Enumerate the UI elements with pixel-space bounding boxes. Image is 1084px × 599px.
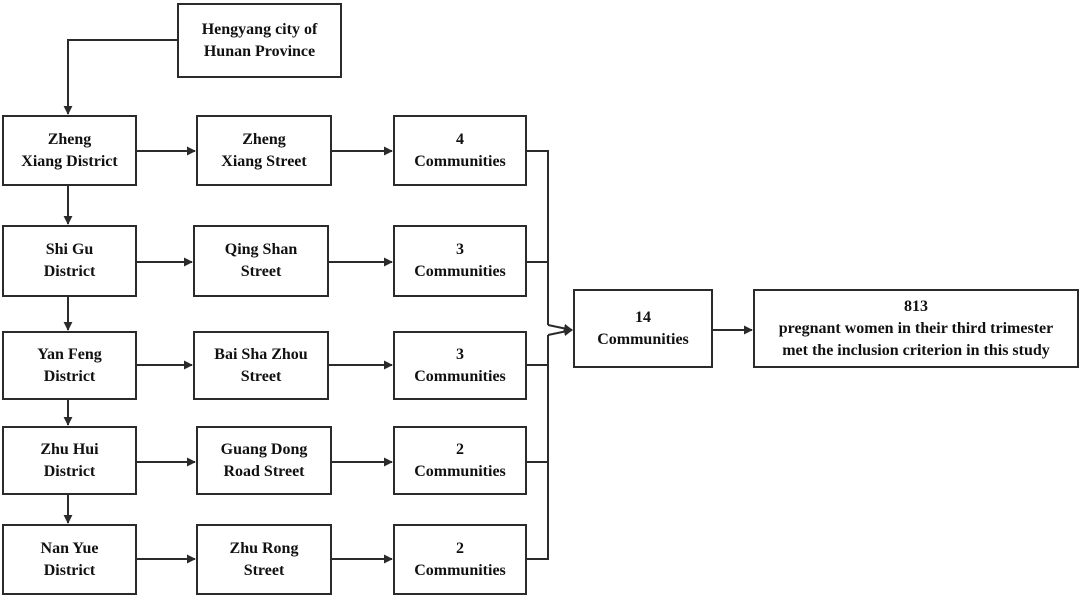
district-line-2: District [43, 462, 96, 480]
communities-box-zhu-rong: 2 Communities [393, 524, 527, 595]
street-box-zheng-xiang: Zheng Xiang Street [196, 115, 332, 186]
communities-label: 2 Communities [414, 538, 506, 582]
district-line-2: District [43, 367, 96, 385]
district-box-nan-yue: Nan Yue District [2, 524, 137, 595]
communities-count: 3 [456, 345, 464, 363]
street-label: Zheng Xiang Street [221, 129, 306, 173]
street-line-1: Zheng [242, 130, 286, 148]
communities-word: Communities [414, 152, 506, 170]
district-label: Zheng Xiang District [21, 129, 117, 173]
district-box-shi-gu: Shi Gu District [2, 225, 137, 297]
total-communities-label: 14 Communities [597, 307, 689, 351]
district-label: Zhu Hui District [40, 439, 98, 483]
result-count: 813 [903, 297, 928, 315]
district-box-zhu-hui: Zhu Hui District [2, 426, 137, 495]
district-line-1: Yan Feng [37, 345, 102, 363]
street-line-1: Bai Sha Zhou [214, 345, 308, 363]
street-label: Zhu Rong Street [230, 538, 299, 582]
street-line-2: Street [243, 561, 285, 579]
merge-line-2 [527, 261, 549, 325]
street-line-2: Road Street [223, 462, 305, 480]
street-label: Guang Dong Road Street [221, 439, 308, 483]
root-city-label: Hengyang city of Hunan Province [202, 19, 318, 63]
merge-line-4 [527, 335, 549, 463]
district-box-yan-feng: Yan Feng District [2, 331, 137, 400]
result-box: 813 pregnant women in their third trimes… [753, 289, 1079, 368]
street-line-2: Street [240, 367, 282, 385]
communities-count: 2 [456, 539, 464, 557]
street-line-1: Guang Dong [220, 440, 308, 458]
communities-box-zheng-xiang: 4 Communities [393, 115, 527, 186]
street-label: Bai Sha Zhou Street [214, 344, 307, 388]
communities-label: 3 Communities [414, 344, 506, 388]
total-communities-box: 14 Communities [573, 289, 713, 368]
street-box-qing-shan: Qing Shan Street [193, 225, 329, 297]
street-line-2: Xiang Street [221, 152, 307, 170]
district-line-1: Shi Gu [45, 241, 94, 258]
communities-box-guang-dong-road: 2 Communities [393, 426, 527, 495]
street-box-zhu-rong: Zhu Rong Street [196, 524, 332, 595]
district-box-zheng-xiang: Zheng Xiang District [2, 115, 137, 186]
result-description-line-2: met the inclusion criterion in this stud… [782, 341, 1050, 359]
communities-box-bai-sha-zhou: 3 Communities [393, 331, 527, 400]
communities-label: 2 Communities [414, 439, 506, 483]
district-line-2: District [43, 263, 96, 280]
communities-count: 2 [456, 440, 464, 458]
merge-line-1 [527, 150, 549, 325]
root-city-box: Hengyang city of Hunan Province [177, 3, 342, 78]
communities-box-qing-shan: 3 Communities [393, 225, 527, 297]
street-box-bai-sha-zhou: Bai Sha Zhou Street [193, 331, 329, 400]
communities-word: Communities [414, 367, 506, 385]
total-communities-count: 14 [635, 308, 651, 326]
root-city-line-2: Hunan Province [203, 42, 316, 60]
communities-label: 4 Communities [414, 129, 506, 173]
result-label: 813 pregnant women in their third trimes… [779, 296, 1053, 362]
root-city-line-1: Hengyang city of [201, 20, 318, 38]
district-line-1: Zhu Hui [40, 440, 99, 458]
communities-count: 4 [456, 130, 464, 148]
street-box-guang-dong-road: Guang Dong Road Street [196, 426, 332, 495]
street-line-1: Zhu Rong [229, 539, 299, 557]
merge-arrow-bottom [547, 327, 573, 337]
result-description-line-1: pregnant women in their third trimester [778, 319, 1054, 337]
merge-line-5 [527, 335, 549, 560]
street-line-2: Street [240, 263, 282, 280]
district-label: Shi Gu District [44, 239, 96, 283]
district-label: Nan Yue District [41, 538, 99, 582]
district-label: Yan Feng District [37, 344, 101, 388]
district-line-2: Xiang District [21, 152, 118, 170]
merge-arrow-top [547, 323, 573, 333]
merge-line-3 [527, 335, 549, 366]
total-communities-word: Communities [597, 330, 689, 348]
street-line-1: Qing Shan [224, 241, 298, 258]
communities-label: 3 Communities [414, 239, 506, 283]
district-line-1: Nan Yue [40, 539, 99, 557]
communities-count: 3 [456, 241, 464, 258]
street-label: Qing Shan Street [225, 239, 297, 283]
communities-word: Communities [414, 462, 506, 480]
arrow-root-to-district [63, 39, 177, 115]
communities-word: Communities [414, 561, 506, 579]
district-line-1: Zheng [47, 130, 92, 148]
communities-word: Communities [414, 263, 506, 280]
district-line-2: District [43, 561, 96, 579]
